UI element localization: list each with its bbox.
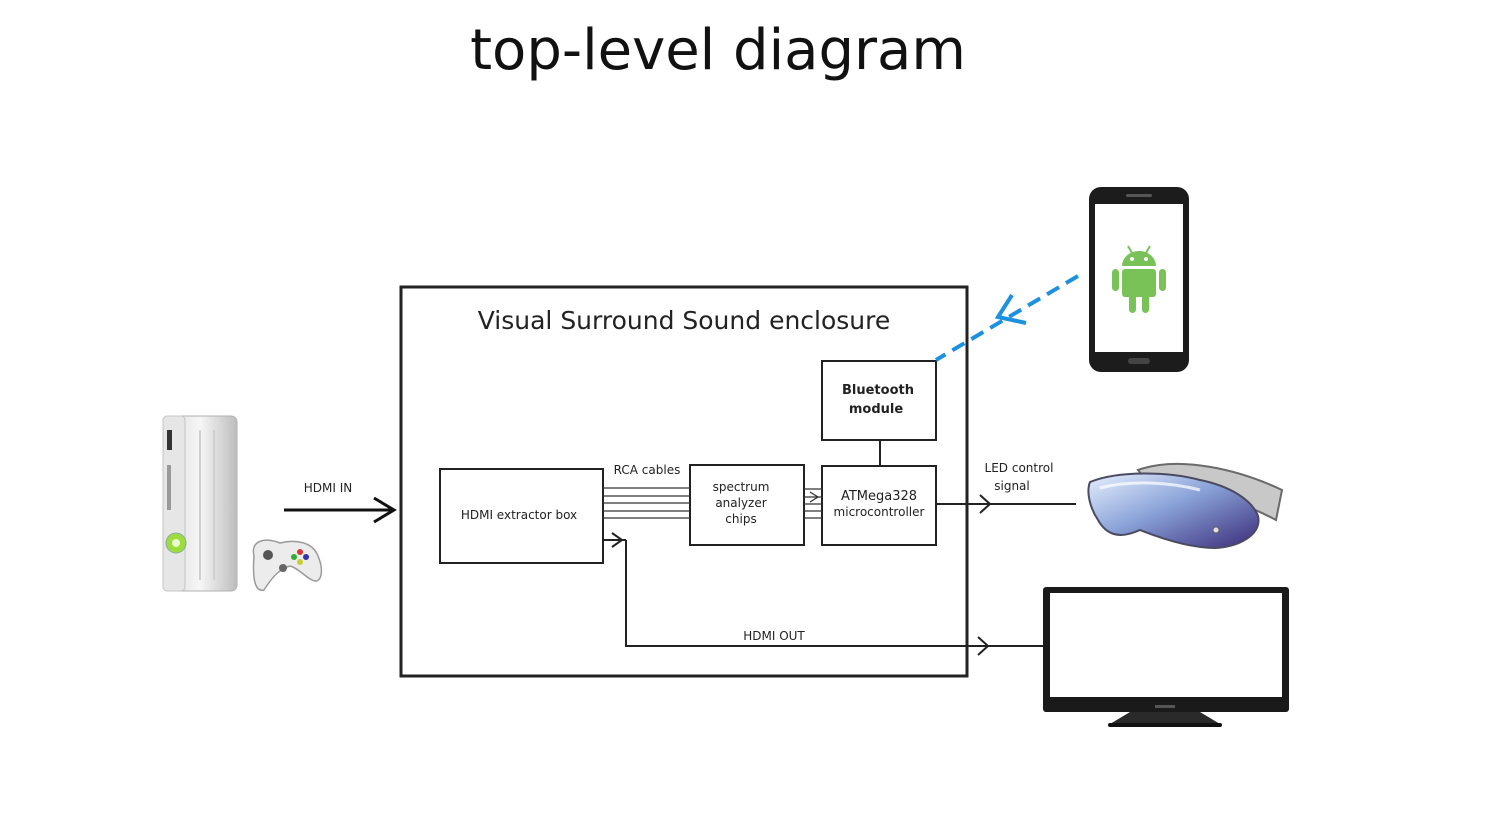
hdmi-out-stub-arrow bbox=[611, 532, 624, 548]
spectrum-label-line2: analyzer bbox=[715, 496, 766, 510]
hdmi-extractor-label: HDMI extractor box bbox=[461, 508, 577, 522]
rca-cables-label: RCA cables bbox=[614, 463, 681, 477]
game-controller-icon bbox=[252, 539, 323, 591]
led-control-label-line1: LED control bbox=[985, 461, 1054, 475]
hdmi-out-line bbox=[625, 540, 1043, 647]
spectrum-mcu-arrow bbox=[809, 491, 820, 503]
led-glasses-icon bbox=[1087, 462, 1284, 550]
bluetooth-label-line2: module bbox=[849, 402, 903, 417]
spectrum-analyzer-block bbox=[689, 464, 805, 546]
hdmi-out-arrowhead bbox=[977, 636, 990, 656]
bluetooth-link-arrowhead bbox=[994, 293, 1027, 325]
led-control-label-line2: signal bbox=[994, 479, 1030, 493]
hdmi-extractor-block bbox=[439, 468, 604, 564]
microcontroller-block bbox=[821, 465, 937, 546]
android-phone-icon bbox=[1089, 187, 1189, 372]
hdmi-in-label: HDMI IN bbox=[304, 481, 353, 495]
hdmi-in-arrowhead bbox=[373, 496, 397, 524]
bluetooth-label-line1: Bluetooth bbox=[842, 383, 914, 398]
spectrum-label-line1: spectrum bbox=[713, 480, 770, 494]
enclosure-box bbox=[399, 285, 969, 678]
mcu-label-line2: microcontroller bbox=[834, 505, 925, 519]
spectrum-label-line3: chips bbox=[725, 512, 756, 526]
mcu-label-line1: ATMega328 bbox=[841, 489, 917, 504]
bluetooth-module-block bbox=[821, 360, 937, 441]
hdmi-out-label: HDMI OUT bbox=[743, 629, 805, 643]
led-signal-arrowhead bbox=[979, 494, 992, 514]
rca-cables bbox=[603, 487, 690, 519]
tv-monitor-icon bbox=[1043, 587, 1289, 727]
xbox-console-icon bbox=[162, 415, 238, 592]
page-title: top-level diagram bbox=[470, 18, 966, 83]
bluetooth-wireless-link bbox=[934, 274, 1080, 362]
enclosure-title: Visual Surround Sound enclosure bbox=[478, 306, 891, 335]
